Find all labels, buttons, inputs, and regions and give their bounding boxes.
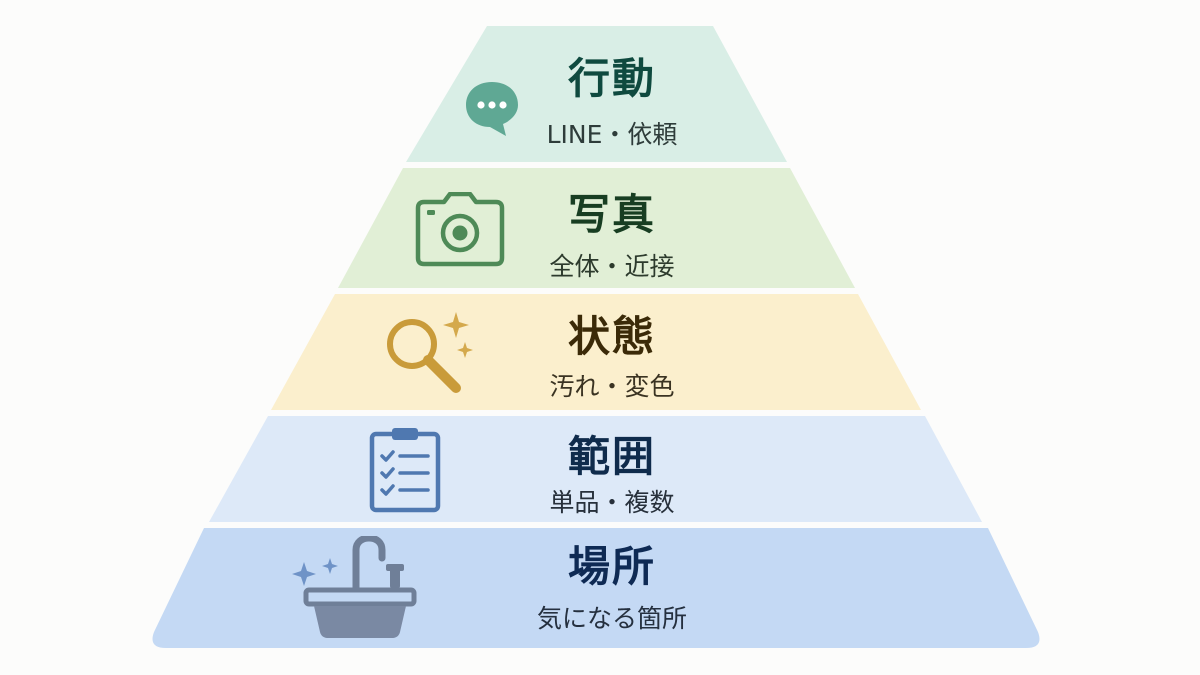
tier-photo-subtitle: 全体・近接 bbox=[549, 252, 675, 281]
tier-photo: 写真 全体・近接 bbox=[0, 168, 1200, 288]
camera-icon bbox=[414, 191, 506, 272]
tier-condition-shape bbox=[271, 294, 921, 410]
tier-condition: 状態 汚れ・変色 bbox=[0, 294, 1200, 410]
tier-scope-title: 範囲 bbox=[567, 432, 657, 481]
tier-condition-subtitle: 汚れ・変色 bbox=[549, 372, 675, 401]
tier-photo-title: 写真 bbox=[567, 190, 657, 239]
tier-action: 行動 LINE・依頼 bbox=[0, 26, 1200, 162]
tier-condition-title: 状態 bbox=[567, 312, 657, 361]
tier-action-title: 行動 bbox=[567, 54, 657, 103]
sink-icon bbox=[290, 534, 422, 644]
tier-location: 場所 気になる箇所 bbox=[0, 528, 1200, 650]
chat-bubble-icon bbox=[462, 78, 522, 142]
tier-location-subtitle: 気になる箇所 bbox=[536, 604, 688, 633]
tier-location-title: 場所 bbox=[567, 542, 657, 591]
magnifier-icon bbox=[382, 310, 478, 400]
tier-scope: 範囲 単品・複数 bbox=[0, 416, 1200, 522]
clipboard-checklist-icon bbox=[368, 424, 442, 518]
tier-scope-shape bbox=[209, 416, 982, 522]
tier-scope-subtitle: 単品・複数 bbox=[549, 488, 675, 517]
tier-photo-shape bbox=[338, 168, 855, 288]
tier-action-subtitle: LINE・依頼 bbox=[546, 120, 678, 149]
